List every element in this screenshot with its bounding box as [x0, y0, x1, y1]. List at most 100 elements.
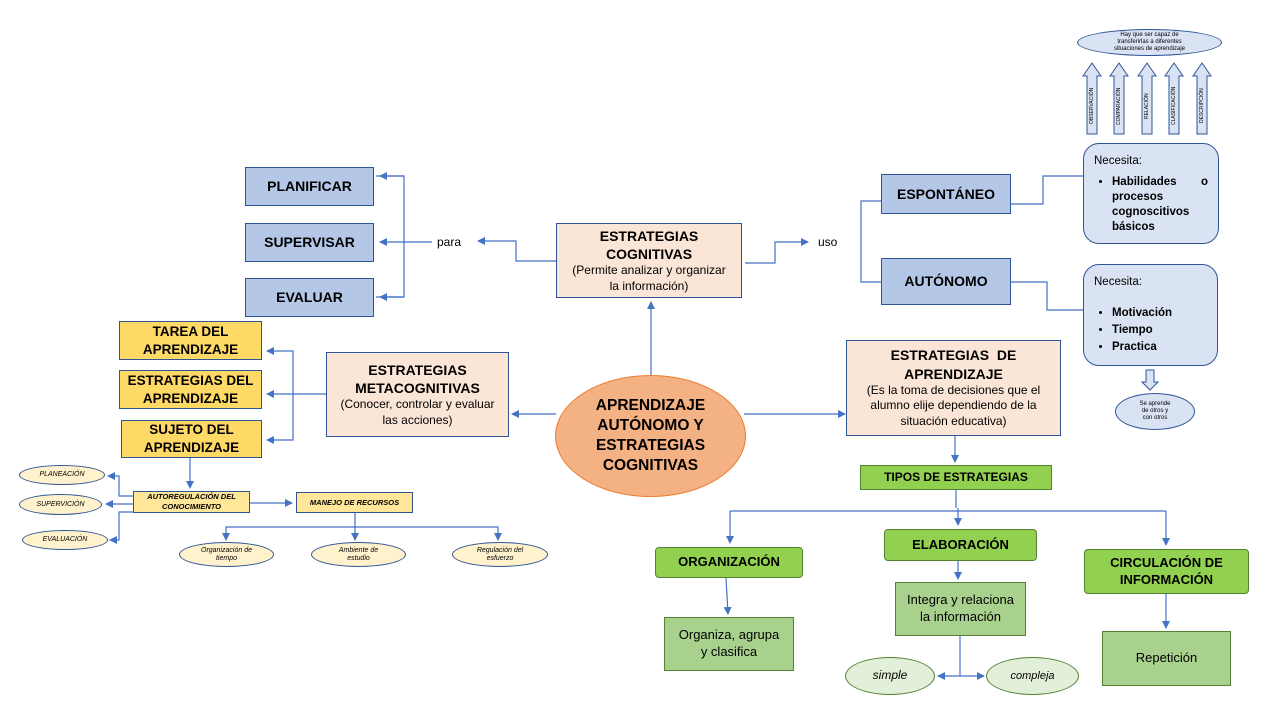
needs-label: Necesita:: [1094, 276, 1142, 288]
box-title: METACOGNITIVAS: [355, 379, 480, 396]
simple-oval: simple: [845, 657, 935, 695]
skill-label: CLASIFICACIÓN: [1171, 86, 1177, 126]
needs-label: Necesita:: [1094, 155, 1142, 167]
oval-text: EVALUACIÓN: [42, 536, 88, 544]
box-title: ESTRATEGIAS: [599, 227, 699, 244]
box-description: (Permite analizar y organizar: [572, 263, 726, 278]
cognitive-strategies-box: ESTRATEGIAS COGNITIVAS (Permite analizar…: [556, 223, 742, 298]
para-label: para: [437, 235, 462, 249]
needs-box-spontaneous: Necesita: Habilidades o procesos cognosc…: [1083, 143, 1219, 244]
box-description: (Conocer, controlar y evaluar: [340, 397, 495, 412]
elaboracion-desc-box: Integra y relaciona la información: [895, 582, 1026, 636]
type-label: ESPONTÁNEO: [896, 185, 995, 202]
action-label: SUPERVISAR: [264, 234, 355, 251]
oval-line: Hay que ser capaz de: [1120, 32, 1179, 39]
autonomo-box: AUTÓNOMO: [881, 258, 1011, 305]
oval-text: Regulación del: [476, 546, 524, 554]
category-title: ORGANIZACIÓN: [678, 554, 780, 570]
box-description: las acciones): [382, 412, 453, 427]
oval-line: con otros: [1142, 415, 1168, 422]
planificar-box: PLANIFICAR: [245, 167, 374, 206]
box-title: APRENDIZAJE: [904, 365, 1003, 382]
elaboracion-box: ELABORACIÓN: [884, 529, 1037, 561]
needs-item: Practica: [1112, 340, 1172, 355]
action-label: PLANIFICAR: [267, 178, 352, 195]
compleja-oval: compleja: [986, 657, 1079, 695]
needs-item: Tiempo: [1112, 323, 1172, 338]
box-title: ESTRATEGIAS: [368, 361, 467, 378]
needs-list: Motivación Tiempo Practica: [1094, 304, 1172, 357]
oval-text: PLANEACIÓN: [39, 471, 85, 479]
espontaneo-box: ESPONTÁNEO: [881, 174, 1011, 214]
needs-box-autonomous: Necesita: Motivación Tiempo Practica: [1083, 264, 1218, 366]
oval-line: de otros y: [1141, 407, 1169, 414]
center-line: AUTÓNOMO Y: [597, 416, 704, 434]
oval-line: situaciones de aprendizaje: [1113, 45, 1186, 52]
strategy-types-box: TIPOS DE ESTRATEGIAS: [860, 465, 1052, 490]
resource-oval: Organización de tiempo: [179, 542, 274, 567]
category-desc: la información: [920, 609, 1001, 624]
box-line: AUTOREGULACIÓN DEL: [147, 492, 236, 502]
circulacion-box: CIRCULACIÓN DE INFORMACIÓN: [1084, 549, 1249, 594]
learning-strategies-box: ESTRATEGIAS DE APRENDIZAJE (Es la toma d…: [846, 340, 1061, 436]
circulacion-desc-box: Repetición: [1102, 631, 1231, 686]
box-description: situación educativa): [900, 413, 1007, 428]
oval-text: simple: [872, 668, 908, 683]
oval-line: Se aprende: [1139, 400, 1171, 407]
box-description: la información): [609, 278, 689, 293]
type-label: AUTÓNOMO: [904, 273, 988, 290]
box-line: MANEJO DE RECURSOS: [309, 497, 400, 507]
evaluar-box: EVALUAR: [245, 278, 374, 317]
metacognitive-strategies-box: ESTRATEGIAS METACOGNITIVAS (Conocer, con…: [326, 352, 509, 437]
category-desc: Repetición: [1135, 650, 1198, 666]
oval-text: estudio: [347, 554, 370, 562]
organizacion-box: ORGANIZACIÓN: [655, 547, 803, 578]
needs-list: Habilidades o procesos cognoscitivos bás…: [1094, 173, 1208, 237]
oval-text: compleja: [1010, 669, 1055, 682]
transfer-oval: Hay que ser capaz de transferirlas a dif…: [1077, 29, 1222, 56]
autoregulation-box: AUTOREGULACIÓN DEL CONOCIMIENTO: [133, 491, 250, 513]
category-desc: y clasifica: [700, 644, 758, 659]
action-label: EVALUAR: [276, 289, 343, 306]
central-topic: APRENDIZAJE AUTÓNOMO Y ESTRATEGIAS COGNI…: [555, 375, 746, 497]
yellow-line: SUJETO DEL: [149, 422, 234, 438]
yellow-line: APRENDIZAJE: [142, 341, 239, 357]
supervision-oval: SUPERVICIÓN: [19, 494, 102, 515]
evaluacion-oval: EVALUACIÓN: [22, 530, 108, 550]
box-title: ESTRATEGIAS DE: [890, 347, 1017, 364]
oval-text: esfuerzo: [486, 554, 514, 562]
center-line: ESTRATEGIAS: [595, 437, 706, 454]
oval-line: transferirlas a diferentes: [1117, 39, 1182, 46]
skill-label: RELACIÓN: [1144, 93, 1150, 119]
center-line: COGNITIVAS: [602, 457, 699, 475]
category-title: CIRCULACIÓN DE: [1110, 554, 1223, 570]
resources-box: MANEJO DE RECURSOS: [296, 492, 413, 513]
oval-text: Organización de: [201, 546, 252, 554]
resource-oval: Ambiente de estudio: [311, 542, 406, 567]
category-title: ELABORACIÓN: [912, 536, 1009, 552]
planeacion-oval: PLANEACIÓN: [19, 465, 105, 485]
box-label: TIPOS DE ESTRATEGIAS: [884, 469, 1028, 484]
needs-item: Motivación: [1112, 306, 1172, 321]
oval-text: SUPERVICIÓN: [36, 500, 85, 508]
estrategias-del-box: ESTRATEGIAS DEL APRENDIZAJE: [119, 370, 262, 409]
yellow-line: TAREA DEL: [152, 323, 229, 339]
box-title: COGNITIVAS: [605, 245, 693, 262]
resource-oval: Regulación del esfuerzo: [452, 542, 548, 567]
tarea-box: TAREA DEL APRENDIZAJE: [119, 321, 262, 360]
category-desc: Organiza, agrupa: [678, 627, 780, 643]
supervisar-box: SUPERVISAR: [245, 223, 374, 262]
sujeto-box: SUJETO DEL APRENDIZAJE: [121, 420, 262, 458]
box-description: alumno elije dependiendo de la: [870, 398, 1037, 413]
yellow-line: APRENDIZAJE: [142, 390, 239, 406]
social-learning-oval: Se aprende de otros y con otros: [1115, 393, 1195, 430]
skill-label: DESCRIPCIÓN: [1199, 88, 1205, 124]
needs-item: Habilidades o procesos cognoscitivos bás…: [1112, 175, 1208, 235]
skill-label: COMPARACIÓN: [1116, 87, 1122, 125]
category-desc: Integra y relaciona: [907, 592, 1014, 608]
yellow-line: APRENDIZAJE: [143, 440, 240, 455]
oval-text: Ambiente de: [338, 546, 379, 554]
organizacion-desc-box: Organiza, agrupa y clasifica: [664, 617, 794, 671]
uso-label: uso: [818, 235, 838, 249]
